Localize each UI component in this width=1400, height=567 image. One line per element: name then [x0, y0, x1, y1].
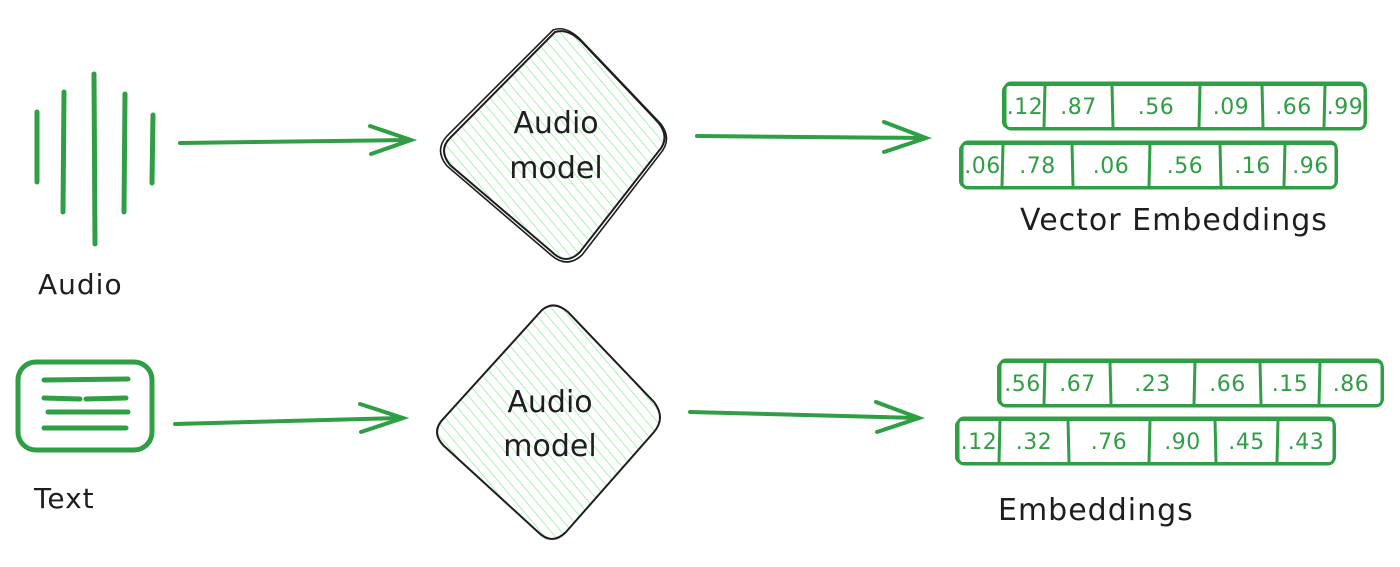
vector-divider [1197, 84, 1202, 128]
vector-frame-sketch [955, 419, 1336, 464]
arrow-text-to-model [173, 402, 410, 434]
vector-divider [1108, 361, 1113, 405]
vector-divider [997, 419, 1002, 463]
vector-cell-value: .43 [1288, 430, 1325, 455]
vector-divider [1066, 419, 1071, 463]
vector-divider [1070, 143, 1075, 187]
arrow-model-to-embeddings [688, 400, 926, 434]
text-document-icon [15, 359, 155, 453]
audio-waveform-icon [34, 71, 156, 247]
vector-cell-value: .90 [1164, 430, 1201, 455]
vector-divider [1192, 361, 1197, 405]
vector-divider [1260, 84, 1265, 128]
vector-cell-value: .67 [1059, 372, 1096, 397]
vector-cell-value: .06 [964, 154, 1001, 179]
vector-cell-value: .56 [1138, 95, 1175, 120]
vector-top-b: .06 .78 .06 .56 .16 .96 [959, 140, 1338, 190]
vector-cell-value: .66 [1209, 372, 1246, 397]
vector-cell-value: .87 [1060, 95, 1097, 120]
vector-divider [1213, 419, 1218, 463]
vector-divider [1322, 84, 1327, 128]
vector-divider [1258, 361, 1263, 405]
vector-cell-value: .23 [1134, 372, 1171, 397]
vector-cell-value: .96 [1292, 154, 1329, 179]
vector-frame-sketch [1002, 84, 1367, 129]
vector-divider [1042, 361, 1047, 405]
vector-cell-value: .56 [1004, 372, 1041, 397]
embeddings-label: Embeddings [998, 493, 1194, 528]
vector-cell-value: .16 [1234, 154, 1271, 179]
model-label-line1: Audio [513, 106, 598, 141]
vector-embeddings-label: Vector Embeddings [1020, 203, 1328, 238]
vector-divider [1110, 84, 1115, 128]
vector-divider [1147, 143, 1152, 187]
arrow-audio-to-model [178, 124, 418, 156]
audio-model-node-top: Audio model [439, 27, 668, 263]
vector-cell-value: .86 [1333, 372, 1370, 397]
vector-cell-value: .09 [1213, 95, 1250, 120]
vector-cell-value: .12 [961, 430, 998, 455]
vector-cell-value: .66 [1275, 95, 1312, 120]
vector-cell-value: .12 [1007, 95, 1044, 120]
vector-cell-value: .99 [1327, 95, 1364, 120]
vector-divider [1275, 419, 1280, 463]
vector-cell-value: .15 [1272, 372, 1309, 397]
model-label-line1: Audio [507, 385, 592, 420]
vector-bottom-b: .12 .32 .76 .90 .45 .43 [955, 416, 1336, 466]
text-input-label: Text [33, 482, 95, 515]
vector-divider [1000, 143, 1005, 187]
vector-divider [1218, 143, 1223, 187]
vector-cell-value: .56 [1167, 154, 1204, 179]
vector-cell-value: .32 [1016, 430, 1053, 455]
vector-divider [1282, 143, 1287, 187]
vector-top-a: .12 .87 .56 .09 .66 .99 [1002, 81, 1367, 131]
vector-cell-value: .76 [1091, 430, 1128, 455]
vector-cell-value: .78 [1019, 154, 1056, 179]
audio-model-node-bottom: Audio model [436, 304, 661, 540]
vector-cell-value: .06 [1093, 154, 1130, 179]
vector-cell-value: .45 [1228, 430, 1265, 455]
arrow-model-to-vector [695, 120, 932, 154]
vector-frame [998, 358, 1384, 408]
model-label-line2: model [503, 429, 596, 464]
model-label-line2: model [509, 151, 602, 186]
vector-bottom-a: .56 .67 .23 .66 .15 .86 [997, 358, 1384, 408]
vector-divider [1317, 361, 1322, 405]
vector-divider [1042, 84, 1047, 128]
audio-input-label: Audio [38, 268, 123, 301]
vector-divider [1147, 419, 1152, 463]
vector-frame-sketch [997, 361, 1384, 406]
